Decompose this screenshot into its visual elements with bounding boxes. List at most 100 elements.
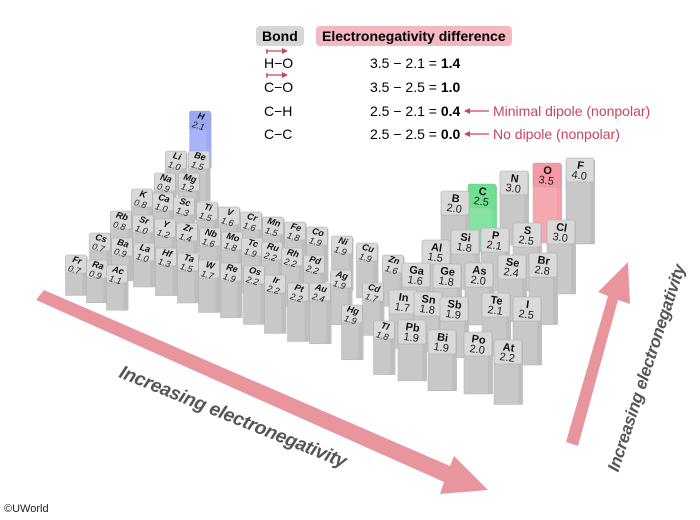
element-electronegativity: 1.9 [222, 271, 237, 284]
element-symbol: Ta [183, 252, 196, 264]
element-tile-tl: Tl1.8 [373, 320, 396, 375]
element-electronegativity: 3.5 [538, 174, 555, 188]
element-symbol: Ag [334, 268, 350, 281]
element-electronegativity: 1.6 [407, 274, 424, 288]
equation-text: 3.5 − 2.1 = [370, 55, 441, 71]
element-symbol: Rh [286, 247, 301, 260]
element-symbol: Hg [346, 304, 361, 317]
element-tile-au: Au2.4 [309, 281, 332, 345]
element-symbol: Cr [246, 211, 259, 224]
element-symbol: Ga [408, 264, 425, 278]
element-symbol: Ni [337, 235, 349, 247]
element-symbol: Sb [447, 298, 463, 312]
element-symbol: Ba [116, 237, 130, 250]
element-electronegativity: 2.8 [534, 264, 551, 278]
element-electronegativity: 2.2 [244, 274, 260, 287]
element-symbol: Se [505, 256, 520, 270]
element-electronegativity: 1.6 [201, 236, 216, 249]
element-electronegativity: 1.0 [167, 159, 182, 172]
element-symbol: Cs [94, 232, 108, 245]
element-electronegativity: 0.8 [133, 197, 148, 210]
element-electronegativity: 0.9 [113, 246, 128, 259]
element-electronegativity: 4.0 [571, 169, 588, 183]
element-symbol: C [478, 186, 488, 199]
element-electronegativity: 1.9 [433, 341, 450, 355]
element-symbol: V [226, 207, 235, 219]
difference-equation: 2.5 − 2.5 = 0.0 [370, 126, 460, 142]
element-tile-hg: Hg1.9 [341, 304, 364, 361]
element-symbol: Al [430, 241, 443, 254]
element-symbol: Mn [266, 216, 282, 229]
element-electronegativity: 1.8 [438, 275, 455, 289]
difference-result: 1.0 [440, 79, 461, 95]
element-symbol: Fe [290, 221, 303, 234]
element-symbol: Zn [386, 254, 401, 267]
element-symbol: Pd [308, 254, 322, 267]
element-tile-ag: Ag1.9 [330, 268, 353, 326]
element-electronegativity: 1.9 [308, 235, 323, 248]
pointer-arrow-icon [464, 106, 490, 116]
bond-label: C−O [264, 79, 294, 95]
element-electronegativity: 0.7 [67, 263, 83, 276]
element-symbol: Pt [293, 282, 305, 294]
element-symbol: Te [490, 294, 504, 308]
element-symbol: Y [162, 219, 171, 231]
element-electronegativity: 1.1 [108, 273, 123, 286]
element-symbol: B [451, 193, 461, 206]
element-tile-po: Po2.0 [463, 331, 493, 395]
dipole-note: Minimal dipole (nonpolar) [493, 103, 651, 119]
element-electronegativity: 1.9 [332, 278, 347, 291]
element-symbol: Ir [272, 275, 281, 286]
element-tile-pt: Pt2.2 [287, 282, 310, 342]
element-electronegativity: 3.0 [552, 231, 569, 245]
element-symbol: Zr [181, 222, 194, 235]
element-electronegativity: 2.2 [304, 263, 320, 276]
element-electronegativity: 1.6 [220, 215, 235, 228]
element-symbol: Au [313, 281, 329, 294]
element-symbol: Sn [421, 293, 437, 307]
element-electronegativity: 2.0 [470, 274, 487, 288]
element-symbol: Sr [138, 214, 150, 226]
element-electronegativity: 1.0 [154, 201, 169, 214]
element-electronegativity: 2.5 [518, 234, 535, 248]
element-tile-cd: Cd1.7 [362, 282, 385, 336]
element-electronegativity: 0.9 [156, 181, 171, 194]
element-electronegativity: 2.0 [446, 202, 463, 216]
element-electronegativity: 1.5 [198, 210, 214, 223]
element-tile-ir: Ir2.2 [264, 275, 287, 334]
element-symbol: In [398, 291, 410, 304]
element-symbol: Li [172, 150, 183, 162]
element-electronegativity: 1.9 [358, 251, 373, 264]
bond-label: C−H [264, 103, 293, 119]
difference-result: 1.4 [440, 55, 461, 71]
element-tile-ta: Ta1.5 [177, 252, 200, 304]
difference-equation: 3.5 − 2.1 = 1.4 [370, 55, 460, 71]
element-symbol: Ru [266, 241, 281, 254]
element-symbol: H [197, 110, 206, 122]
bond-header: Bond [256, 26, 304, 46]
element-tile-at: At2.2 [493, 339, 523, 405]
element-electronegativity: 2.1 [487, 304, 504, 318]
element-electronegativity: 1.7 [364, 291, 380, 304]
horizontal-arrow [36, 290, 488, 494]
element-symbol: Co [311, 226, 326, 239]
dipole-arrow-icon [265, 71, 289, 79]
element-tile-bi: Bi1.9 [427, 329, 457, 392]
element-electronegativity: 1.6 [384, 263, 399, 276]
element-symbol: O [542, 165, 553, 178]
element-electronegativity: 2.2 [262, 250, 278, 263]
element-electronegativity: 2.5 [473, 195, 490, 209]
element-symbol: Si [460, 231, 472, 244]
element-electronegativity: 1.7 [394, 301, 411, 315]
element-electronegativity: 1.5 [179, 261, 195, 274]
element-electronegativity: 1.2 [156, 227, 171, 240]
element-symbol: Os [248, 265, 262, 278]
element-electronegativity: 1.9 [333, 244, 348, 257]
element-electronegativity: 1.7 [200, 268, 216, 281]
element-symbol: Mg [182, 172, 198, 185]
element-electronegativity: 1.0 [135, 251, 150, 264]
element-electronegativity: 2.4 [310, 291, 326, 304]
element-symbol: Cu [361, 242, 376, 255]
element-electronegativity: 2.5 [518, 308, 535, 322]
